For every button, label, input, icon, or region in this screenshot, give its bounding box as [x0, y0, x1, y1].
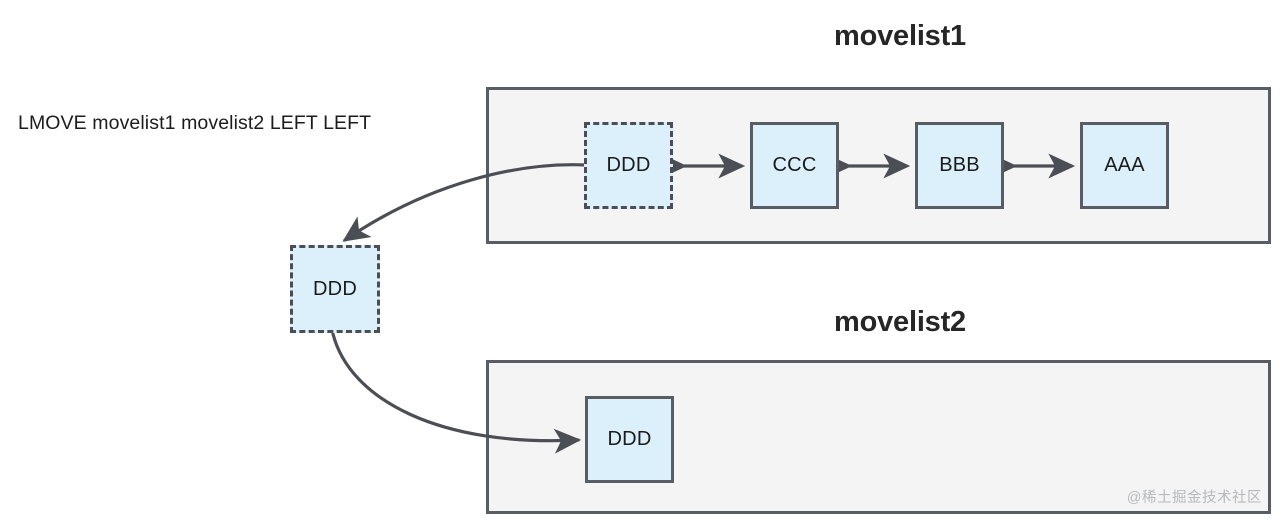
node-bbb[interactable]: BBB [915, 122, 1004, 209]
list-title-movelist2: movelist2 [834, 306, 966, 338]
list-title-movelist1: movelist1 [834, 20, 966, 52]
node-ddd-floating[interactable]: DDD [290, 245, 380, 333]
node-ccc[interactable]: CCC [750, 122, 839, 209]
node-aaa[interactable]: AAA [1080, 122, 1169, 209]
command-label: LMOVE movelist1 movelist2 LEFT LEFT [18, 112, 372, 134]
node-ddd-movelist1[interactable]: DDD [584, 122, 673, 209]
node-ddd-movelist2[interactable]: DDD [585, 396, 674, 483]
watermark: @稀土掘金技术社区 [1126, 490, 1262, 506]
